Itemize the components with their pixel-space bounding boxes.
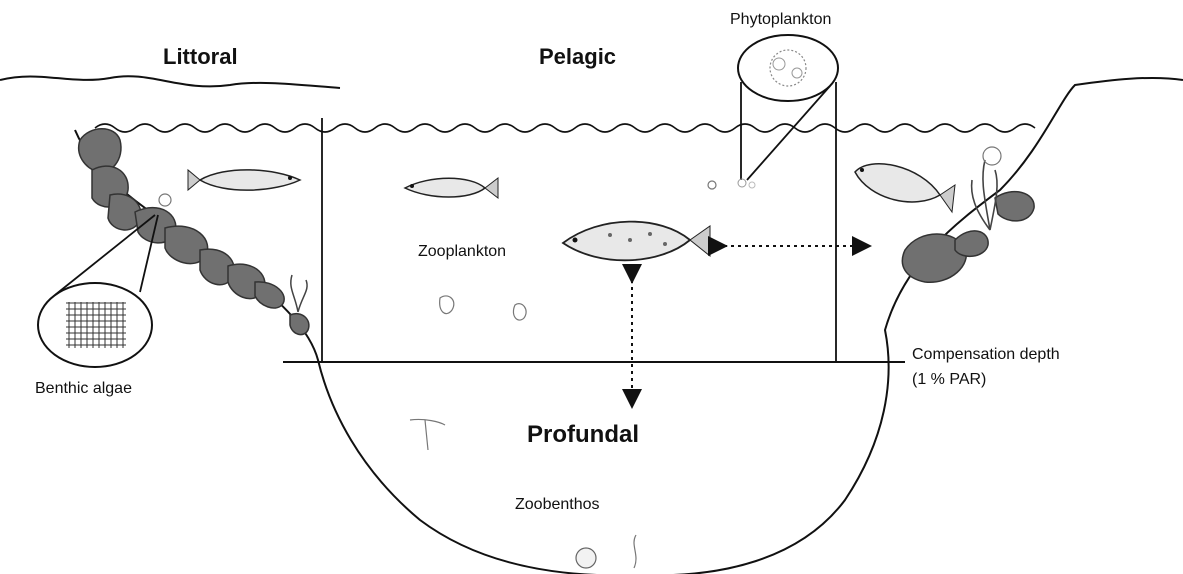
label-littoral: Littoral <box>163 44 238 69</box>
label-zoobenthos: Zoobenthos <box>515 496 600 513</box>
fish-pike <box>188 170 300 190</box>
benthic-algae-callout <box>38 215 158 367</box>
label-phytoplankton: Phytoplankton <box>730 11 831 28</box>
fish-whitefish <box>405 178 498 198</box>
phytoplankton-callout <box>738 35 838 188</box>
water-surface <box>95 124 1035 132</box>
fish-trout <box>855 164 955 212</box>
fish-char <box>563 222 710 261</box>
label-benthic-algae: Benthic algae <box>35 380 132 397</box>
label-compensation-depth-par: (1 % PAR) <box>912 371 986 388</box>
label-profundal: Profundal <box>527 421 639 448</box>
label-compensation-depth: Compensation depth <box>912 346 1060 363</box>
label-pelagic: Pelagic <box>539 44 616 69</box>
zooplankton-right <box>983 147 1001 165</box>
macrophyte-left <box>291 275 307 312</box>
right-shore-algae <box>902 192 1034 283</box>
label-zooplankton: Zooplankton <box>418 243 506 260</box>
